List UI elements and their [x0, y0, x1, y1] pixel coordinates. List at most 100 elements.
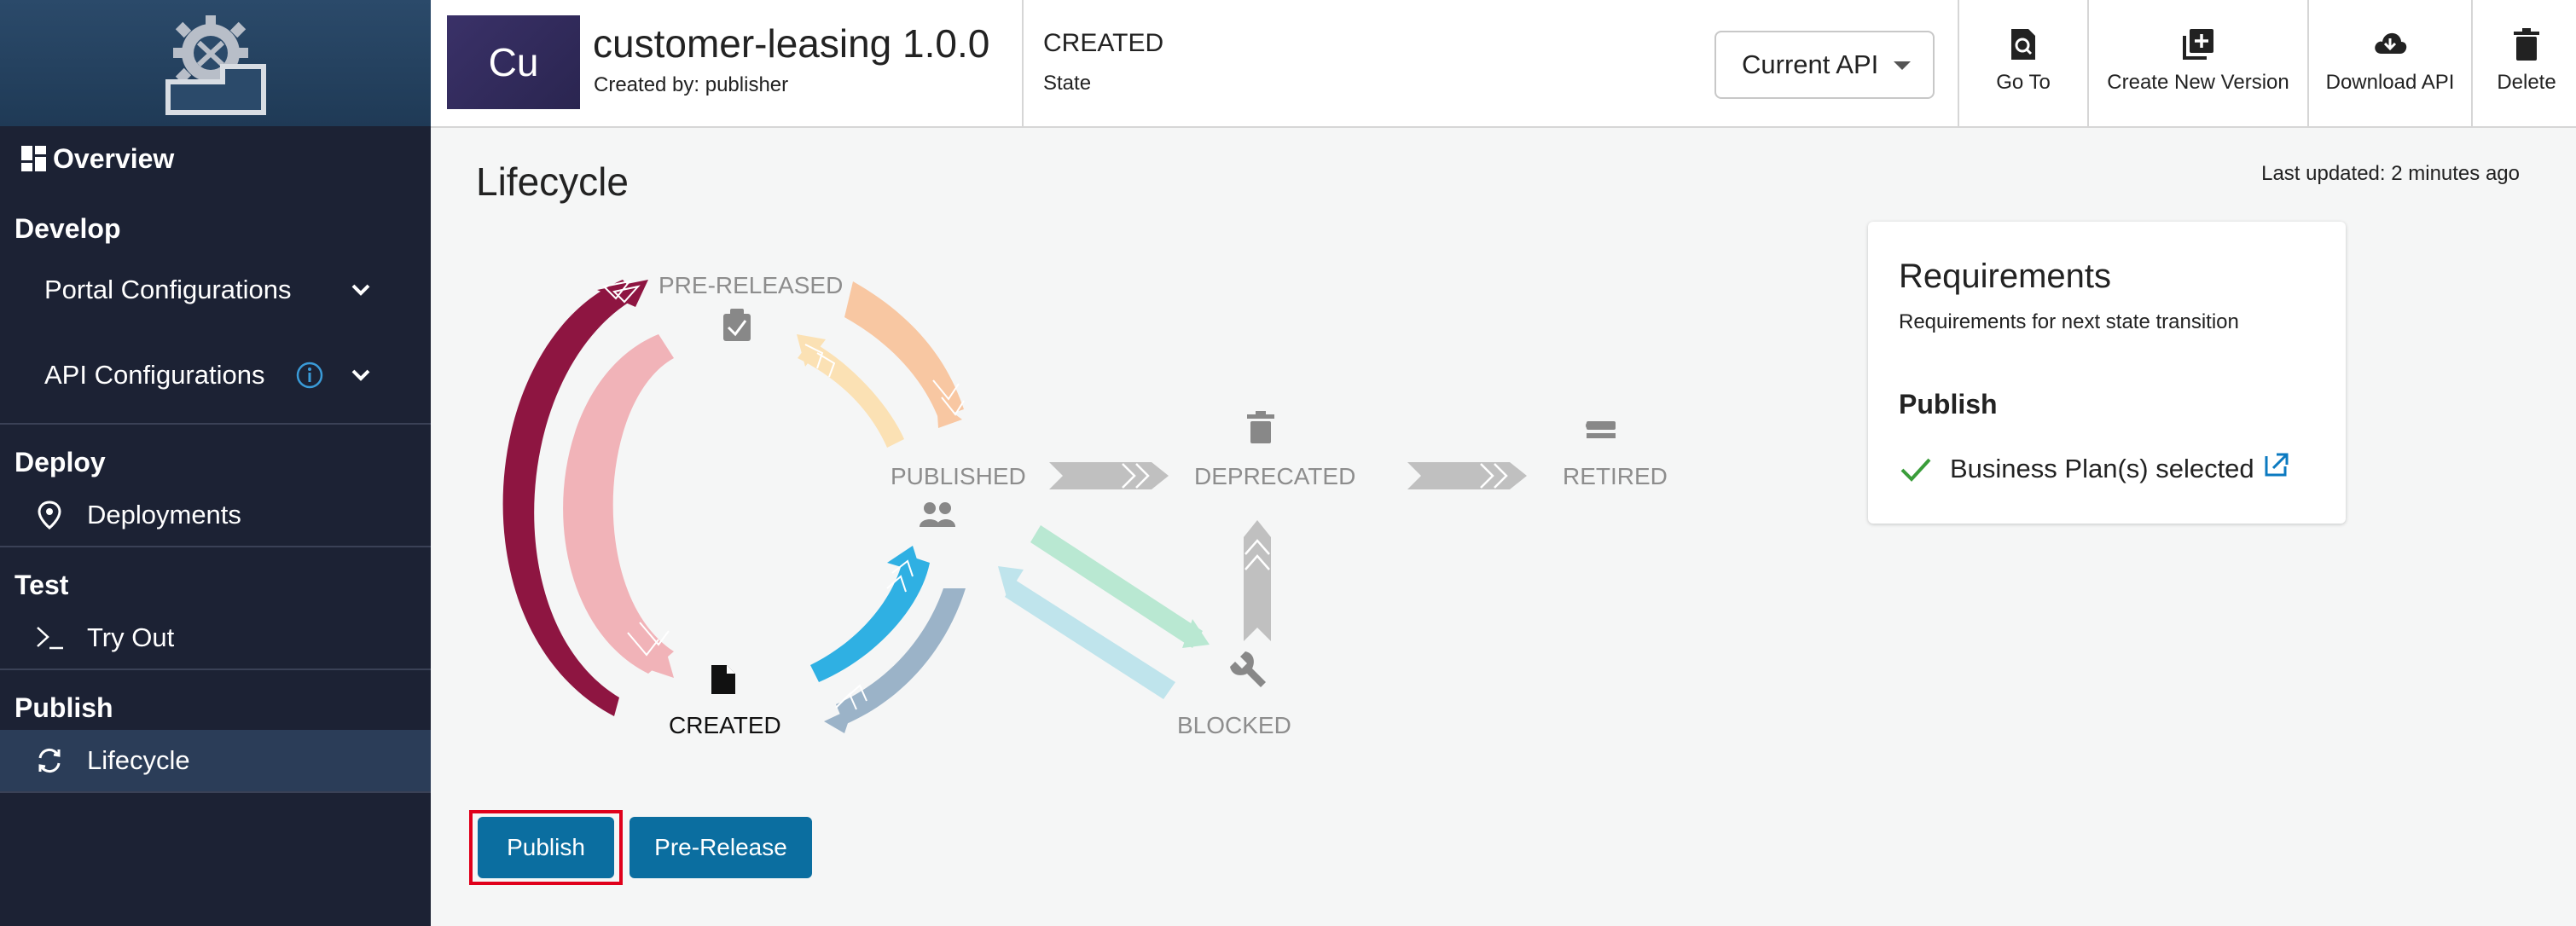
sidebar-item-label: Portal Configurations: [44, 275, 292, 304]
arrow-head: [998, 566, 1024, 597]
api-header: Cu customer-leasing 1.0.0 Created by: pu…: [431, 0, 2576, 128]
check-icon: [1900, 458, 1931, 482]
file-icon: [711, 665, 735, 694]
sidebar-item-label: API Configurations: [44, 360, 265, 390]
delete-button[interactable]: Delete: [2473, 0, 2576, 126]
dashboard-icon: [21, 146, 46, 171]
chevrons: [835, 684, 867, 710]
chevrons: [932, 379, 965, 416]
group-users-icon: [920, 502, 955, 527]
app-logo[interactable]: [0, 0, 431, 126]
divider: [0, 423, 431, 425]
gear-tools-icon: [165, 15, 266, 115]
state-retired-label: RETIRED: [1563, 463, 1668, 489]
divider: [2471, 0, 2473, 126]
create-new-version-button[interactable]: Create New Version: [2089, 0, 2307, 126]
cloud-download-icon: [2375, 32, 2407, 54]
state-created-label: CREATED: [669, 712, 781, 738]
requirements-subtitle: Requirements for next state transition: [1899, 310, 2239, 333]
chevrons: [627, 622, 670, 657]
sidebar-item-label: Lifecycle: [87, 745, 190, 775]
chevrons: [804, 344, 836, 378]
chevron-down-icon: [351, 369, 370, 381]
sidebar-item-try-out[interactable]: Try Out: [0, 607, 431, 668]
page-title: Lifecycle: [476, 159, 629, 204]
state-pre-released-label: PRE-RELEASED: [659, 272, 843, 298]
wrench-icon: [1230, 651, 1266, 687]
info-icon[interactable]: [295, 361, 324, 390]
state-deprecated-label: DEPRECATED: [1194, 463, 1355, 489]
arc-created-to-published: [810, 554, 930, 682]
download-api-button[interactable]: Download API: [2309, 0, 2471, 126]
library-add-icon: [2183, 29, 2213, 60]
arrow-head: [1182, 619, 1210, 648]
divider: [1958, 0, 1959, 126]
arc-prereleased-to-created: [563, 334, 674, 674]
divider: [2307, 0, 2309, 126]
api-name: customer-leasing 1.0.0: [593, 21, 990, 66]
arrow-deprecated-to-retired: [1407, 462, 1527, 489]
requirement-label: Business Plan(s) selected: [1950, 454, 2254, 483]
focus-highlight: [469, 810, 623, 885]
chevrons: [1122, 463, 1150, 489]
chevrons: [601, 280, 641, 304]
trash-icon: [2514, 28, 2539, 61]
location-pin-icon: [34, 500, 65, 530]
created-by: Created by: publisher: [594, 73, 789, 96]
sidebar-item-label: Deployments: [87, 500, 241, 530]
sidebar-item-portal-configurations[interactable]: Portal Configurations: [0, 256, 431, 324]
section-publish: Publish: [15, 692, 113, 723]
divider: [0, 791, 431, 793]
api-version-select[interactable]: Current API: [1714, 31, 1935, 99]
sidebar-item-api-configurations[interactable]: API Configurations: [0, 341, 431, 409]
arrow-head: [824, 708, 853, 733]
state-label: State: [1043, 72, 1092, 95]
arrow-head: [797, 334, 826, 367]
arrow-head: [887, 546, 921, 573]
section-deploy: Deploy: [15, 447, 106, 477]
pre-release-button[interactable]: Pre-Release: [629, 817, 812, 878]
lifecycle-diagram: PRE-RELEASED PUBLISHED DEPRECATED RETIRE…: [502, 272, 1668, 738]
sidebar-item-lifecycle[interactable]: Lifecycle: [0, 730, 431, 791]
sidebar: Overview Develop Portal Configurations A…: [0, 0, 431, 926]
arrow-blocked-to-published: [1005, 580, 1175, 699]
go-to-label: Go To: [1996, 71, 2051, 94]
download-api-label: Download API: [2325, 71, 2455, 94]
state-published-label: PUBLISHED: [891, 463, 1026, 489]
delete-label: Delete: [2497, 71, 2556, 94]
arc-published-to-prereleased: [798, 341, 904, 448]
go-to-button[interactable]: Go To: [1959, 0, 2087, 126]
arc-published-to-created: [836, 588, 966, 725]
chevron-down-icon: [351, 284, 370, 296]
chevrons: [1480, 463, 1508, 489]
sidebar-item-deployments[interactable]: Deployments: [0, 484, 431, 546]
sidebar-item-overview[interactable]: Overview: [0, 128, 431, 189]
publish-button[interactable]: Publish: [478, 817, 614, 878]
retired-icon: [1586, 421, 1616, 438]
requirements-card: Requirements Requirements for next state…: [1868, 222, 2346, 524]
select-value: Current API: [1742, 49, 1879, 79]
divider: [2087, 0, 2089, 126]
requirements-section: Publish: [1899, 389, 1998, 420]
arrow-head: [635, 648, 674, 678]
terminal-icon: [34, 622, 65, 653]
file-search-icon: [2011, 29, 2035, 60]
create-new-version-label: Create New Version: [2107, 71, 2289, 94]
arc-prereleased-to-published: [844, 281, 964, 418]
arc-created-to-prereleased: [502, 280, 638, 716]
requirements-title: Requirements: [1899, 258, 2112, 295]
chevrons: [886, 559, 914, 593]
refresh-icon: [34, 745, 65, 776]
divider: [1022, 0, 1024, 126]
api-avatar: Cu: [447, 15, 580, 109]
caret-down-icon: [1894, 61, 1911, 70]
divider: [0, 546, 431, 547]
trash-icon: [1247, 411, 1274, 443]
arrow-blocked-to-deprecated: [1244, 520, 1271, 641]
last-updated: Last updated: 2 minutes ago: [2261, 162, 2520, 185]
arrow-head: [937, 401, 962, 428]
section-develop: Develop: [15, 213, 121, 244]
arrow-published-to-blocked: [1030, 525, 1203, 648]
state-value: CREATED: [1043, 29, 1164, 57]
open-in-new-icon[interactable]: [2263, 451, 2290, 478]
